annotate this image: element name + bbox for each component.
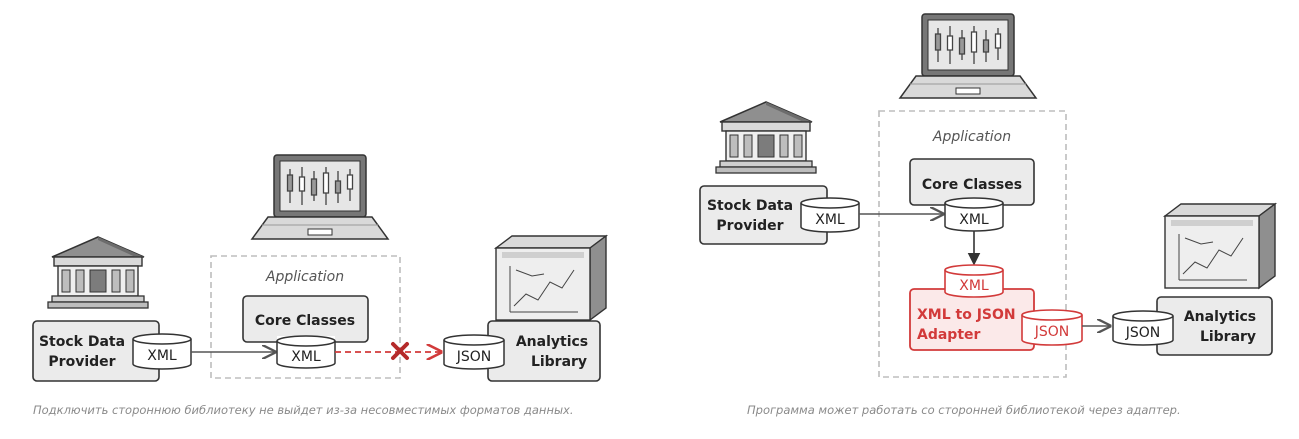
library-box <box>1156 296 1273 356</box>
left-diagram: Application Core Classes XML Stock Data … <box>32 154 609 382</box>
core-xml-label: XML <box>959 212 989 228</box>
box-chart-icon <box>1162 202 1278 290</box>
provider-xml-cylinder: XML <box>800 197 860 233</box>
left-caption: Подключить стороннюю библиотеку не выйде… <box>33 403 574 417</box>
adapter-xml-label: XML <box>959 278 989 294</box>
library-label-line1: Analytics <box>516 334 588 350</box>
library-label-line2: Library <box>531 354 587 370</box>
adapter-label-line1: XML to JSON <box>917 307 1016 323</box>
provider-xml-label: XML <box>815 212 845 228</box>
bank-building-icon <box>715 101 817 174</box>
provider-label-line2: Provider <box>716 218 783 234</box>
provider-label-line1: Stock Data <box>707 198 793 214</box>
application-title: Application <box>265 269 344 285</box>
provider-xml-label: XML <box>147 348 177 364</box>
core-classes-label: Core Classes <box>255 313 355 329</box>
adapter-label-line2: Adapter <box>917 327 981 343</box>
box-chart-icon <box>493 234 609 322</box>
right-caption: Программа может работать со сторонней би… <box>747 403 1181 417</box>
provider-xml-cylinder: XML <box>132 333 192 370</box>
application-frame <box>878 110 1067 378</box>
core-xml-cylinder: XML <box>276 335 336 369</box>
cross-mark-icon <box>391 342 409 360</box>
adapter-json-cylinder: JSON <box>1021 309 1083 346</box>
library-json-cylinder: JSON <box>1112 310 1174 346</box>
core-xml-label: XML <box>291 349 321 365</box>
application-title: Application <box>932 129 1011 145</box>
library-json-label: JSON <box>456 349 492 365</box>
library-json-label: JSON <box>1125 325 1161 341</box>
library-json-cylinder: JSON <box>443 334 505 370</box>
provider-label-line2: Provider <box>48 354 115 370</box>
library-label-line1: Analytics <box>1184 309 1256 325</box>
application-frame <box>210 255 401 379</box>
bank-building-icon <box>47 236 149 309</box>
adapter-json-label: JSON <box>1034 324 1070 340</box>
library-label-line2: Library <box>1200 329 1256 345</box>
laptop-chart-icon <box>250 154 390 240</box>
provider-label-line1: Stock Data <box>39 334 125 350</box>
core-xml-cylinder: XML <box>944 197 1004 232</box>
library-box <box>487 320 601 382</box>
core-classes-label: Core Classes <box>922 177 1022 193</box>
laptop-chart-icon <box>898 13 1038 99</box>
right-diagram: Application Core Classes XML Stock Data … <box>699 13 1278 378</box>
adapter-xml-cylinder: XML <box>944 264 1004 298</box>
